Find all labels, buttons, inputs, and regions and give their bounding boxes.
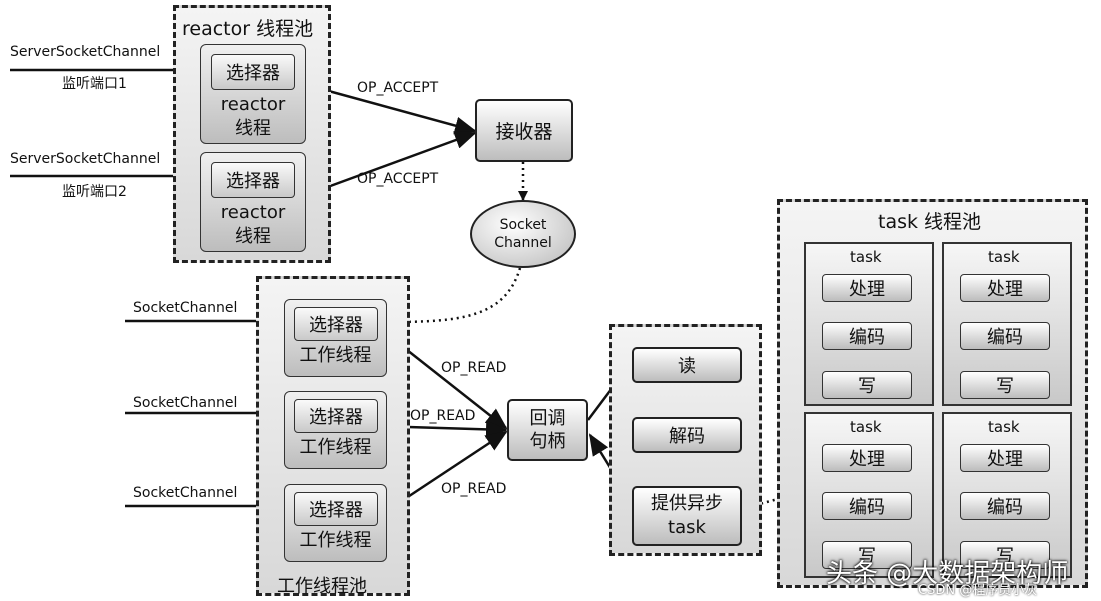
- worker-thread-unit: 选择器 工作线程: [284, 299, 387, 377]
- callback-line2: 句柄: [529, 431, 566, 452]
- socket-channel-node: Socket Channel: [470, 200, 576, 268]
- callback-line1: 回调: [529, 408, 566, 429]
- write-step: 写: [822, 371, 912, 399]
- callback-handle-node: 回调 句柄: [507, 399, 588, 461]
- edge-reactor2-acceptor: [302, 131, 477, 198]
- acceptor-node: 接收器: [475, 99, 573, 162]
- async-line2: task: [668, 517, 706, 538]
- socket-channel-input-label-3: SocketChannel: [133, 485, 238, 501]
- encode-step: 编码: [822, 322, 912, 350]
- task-pool-title: task 线程池: [878, 211, 982, 233]
- reactor-thread-line2: 线程: [235, 118, 271, 139]
- process-step: 处理: [822, 274, 912, 302]
- reactor-thread-line1: reactor: [220, 202, 286, 223]
- server-channel-label-1: ServerSocketChannel: [10, 44, 161, 60]
- reactor-thread-unit: 选择器 reactor 线程: [200, 152, 306, 252]
- port-label-1: 监听端口1: [62, 76, 127, 92]
- worker-pool-title: 工作线程池: [277, 576, 367, 597]
- server-channel-label-2: ServerSocketChannel: [10, 151, 161, 167]
- worker-thread-unit: 选择器 工作线程: [284, 391, 387, 469]
- worker-thread-pool: 选择器 工作线程 选择器 工作线程 选择器 工作线程 工作线程池: [256, 276, 410, 597]
- op-accept-label-2: OP_ACCEPT: [357, 171, 439, 187]
- async-line1: 提供异步: [651, 493, 723, 514]
- socket-channel-input-label-1: SocketChannel: [133, 300, 238, 316]
- process-step: 处理: [960, 274, 1050, 302]
- op-read-label-1: OP_READ: [441, 360, 507, 376]
- reactor-thread-pool: reactor 线程池 选择器 reactor 线程 选择器 reactor 线…: [173, 5, 331, 263]
- op-accept-label-1: OP_ACCEPT: [357, 80, 439, 96]
- selector-box: 选择器: [211, 54, 295, 90]
- async-task-step: 提供异步 task: [632, 486, 742, 546]
- op-read-label-2: OP_READ: [410, 408, 476, 424]
- task-box: task 处理 编码 写: [942, 242, 1072, 406]
- task-title: task: [988, 418, 1020, 436]
- process-step: 处理: [960, 444, 1050, 472]
- selector-box: 选择器: [294, 399, 378, 433]
- selector-box: 选择器: [211, 162, 295, 198]
- socket-channel-line2: Channel: [494, 235, 552, 251]
- write-step: 写: [960, 371, 1050, 399]
- op-read-label-3: OP_READ: [441, 481, 507, 497]
- encode-step: 编码: [822, 492, 912, 520]
- watermark-main: 头条 @大数据架构师: [826, 559, 1069, 589]
- task-title: task: [988, 248, 1020, 266]
- worker-thread-label: 工作线程: [299, 530, 372, 551]
- worker-thread-unit: 选择器 工作线程: [284, 484, 387, 562]
- read-step: 读: [632, 347, 742, 383]
- socket-channel-input-label-2: SocketChannel: [133, 395, 238, 411]
- edge-worker2-callback: [407, 420, 508, 439]
- task-title: task: [850, 248, 882, 266]
- task-box: task 处理 编码 写: [804, 412, 934, 578]
- reactor-thread-line1: reactor: [220, 94, 286, 115]
- write-step: 写: [960, 541, 1050, 569]
- encode-step: 编码: [960, 492, 1050, 520]
- selector-box: 选择器: [294, 492, 378, 526]
- task-thread-pool: task 线程池 task 处理 编码 写 task 处理 编码 写 task …: [777, 199, 1088, 588]
- edge-socketchannel-worker: [387, 267, 522, 327]
- reactor-thread-unit: 选择器 reactor 线程: [200, 44, 306, 144]
- watermark-sub: CSDN @程序员小灰: [918, 583, 1038, 598]
- edge-reactor1-acceptor: [302, 82, 477, 135]
- task-box: task 处理 编码 写: [804, 242, 934, 406]
- worker-thread-label: 工作线程: [299, 437, 372, 458]
- encode-step: 编码: [960, 322, 1050, 350]
- task-box: task 处理 编码 写: [942, 412, 1072, 578]
- reactor-pool-title: reactor 线程池: [182, 18, 314, 40]
- reactor-thread-line2: 线程: [235, 226, 271, 247]
- worker-thread-label: 工作线程: [299, 345, 372, 366]
- pipeline-container: 读 解码 提供异步 task: [609, 324, 762, 556]
- selector-box: 选择器: [294, 307, 378, 341]
- decode-step: 解码: [632, 417, 742, 453]
- port-label-2: 监听端口2: [62, 184, 127, 200]
- socket-channel-line1: Socket: [499, 217, 547, 233]
- process-step: 处理: [822, 444, 912, 472]
- task-title: task: [850, 418, 882, 436]
- write-step: 写: [822, 541, 912, 569]
